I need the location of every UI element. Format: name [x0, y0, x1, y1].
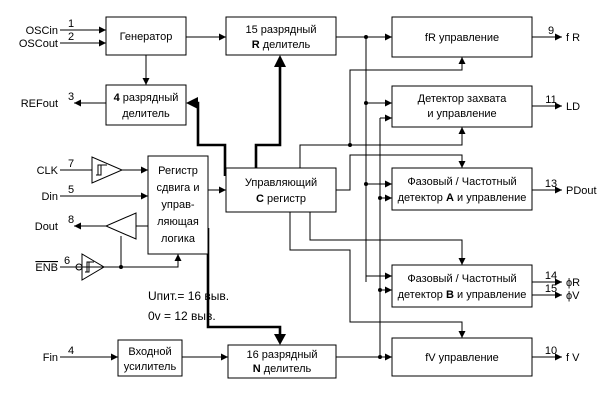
pin-fv-num: 10 — [545, 345, 557, 357]
pin-fin-num: 4 — [68, 345, 74, 357]
pin-phiv-num: 15 — [545, 283, 557, 295]
shift-reg-line3: управ- — [161, 199, 195, 211]
output-buffer-icon — [104, 212, 137, 240]
control-reg-line2: C регистр — [256, 193, 306, 205]
r-divider-block: 15 разрядный R делитель — [225, 16, 337, 56]
shift-register-block: Регистр сдвига и управ- ляющая логика — [147, 155, 209, 255]
pin-fin-name: Fin — [43, 352, 58, 364]
pin-dout-name: Dout — [35, 221, 58, 233]
pin-ld-num: 11 — [545, 94, 556, 106]
pin-oscin-name: OSCin — [26, 25, 58, 37]
pin-fv-name: f V — [566, 352, 580, 364]
power-note: Uпит.= 16 выв. — [148, 289, 229, 303]
pin-fr-name: f R — [566, 32, 580, 44]
n-divider-line2: N делитель — [253, 363, 312, 375]
power-notes: Uпит.= 16 выв. 0v = 12 выв. — [148, 289, 229, 323]
ground-note: 0v = 12 выв. — [148, 309, 216, 323]
pfd-a-block: Фазовый / Частотный детектор A и управле… — [391, 167, 533, 211]
fv-control-block: fV управление — [391, 337, 533, 377]
pin-refout-num: 3 — [68, 91, 74, 103]
pin-enb-name: ENB — [35, 262, 58, 274]
signal-wires — [74, 26, 562, 361]
ref-divider-line1: 4 разрядный — [114, 92, 179, 104]
shift-reg-line2: сдвига и — [157, 182, 200, 194]
generator-label: Генератор — [120, 31, 173, 43]
fr-control-label: fR управление — [425, 32, 499, 44]
pfd-b-line2: детектор B и управление — [398, 289, 527, 301]
pin-din-name: Din — [41, 191, 58, 203]
input-amp-line2: усилитель — [124, 361, 177, 373]
pin-oscout-name: OSCout — [19, 38, 58, 50]
pin-oscin-num: 1 — [68, 18, 74, 30]
shift-reg-line1: Регистр — [158, 165, 198, 177]
pin-pdout-num: 13 — [545, 178, 557, 190]
schmitt-trigger-buffer-icon — [91, 156, 124, 184]
pin-oscout-num: 2 — [68, 31, 74, 43]
pin-dout-num: 8 — [68, 214, 74, 226]
junction-dots — [119, 35, 382, 359]
n-divider-line1: 16 разрядный — [247, 349, 318, 361]
fv-control-label: fV управление — [425, 352, 499, 364]
input-amp-line1: Входной — [128, 346, 171, 358]
pfd-b-block: Фазовый / Частотный детектор B и управле… — [391, 264, 533, 308]
pin-clk-name: CLK — [37, 165, 59, 177]
pin-fr-num: 9 — [548, 25, 554, 37]
shift-reg-line4: ляющая — [157, 216, 199, 228]
pin-enb-num: 6 — [64, 255, 70, 267]
data-buses — [186, 55, 286, 345]
pfd-a-line2: детектор A и управление — [398, 192, 527, 204]
pin-refout-name: REFout — [21, 98, 58, 110]
lock-detector-line2: и управление — [427, 108, 496, 120]
r-divider-line2: R делитель — [252, 39, 311, 51]
pin-pdout-name: PDout — [566, 185, 597, 197]
pfd-a-line1: Фазовый / Частотный — [407, 176, 516, 188]
ref-divider-block: 4 разрядный делитель — [105, 84, 187, 126]
pin-phir-num: 14 — [545, 270, 557, 282]
pin-phir-name: ϕR — [566, 277, 580, 289]
n-divider-block: 16 разрядный N делитель — [227, 344, 337, 379]
ref-divider-line2: делитель — [122, 108, 170, 120]
pfd-b-line1: Фазовый / Частотный — [407, 273, 516, 285]
shift-reg-line5: логика — [161, 233, 196, 245]
lock-detector-block: Детектор захвата и управление — [391, 85, 533, 128]
fr-control-block: fR управление — [391, 16, 533, 58]
pin-clk-num: 7 — [68, 158, 74, 170]
right-pins: 9 f R 11 LD 13 PDout 14 ϕR 15 ϕV 10 f V — [545, 25, 597, 364]
pin-ld-name: LD — [566, 101, 580, 113]
left-pins: OSCin 1 OSCout 2 REFout 3 CLK 7 Din 5 Do… — [19, 18, 85, 364]
pin-din-num: 5 — [68, 184, 74, 196]
lock-detector-line1: Детектор захвата — [418, 93, 508, 105]
input-amplifier-block: Входной усилитель — [117, 339, 183, 377]
control-reg-line1: Управляющий — [245, 177, 317, 189]
r-divider-line1: 15 разрядный — [246, 24, 317, 36]
control-register-block: Управляющий C регистр — [225, 167, 337, 213]
pin-phiv-name: ϕV — [566, 290, 580, 302]
generator-block: Генератор — [105, 16, 187, 56]
